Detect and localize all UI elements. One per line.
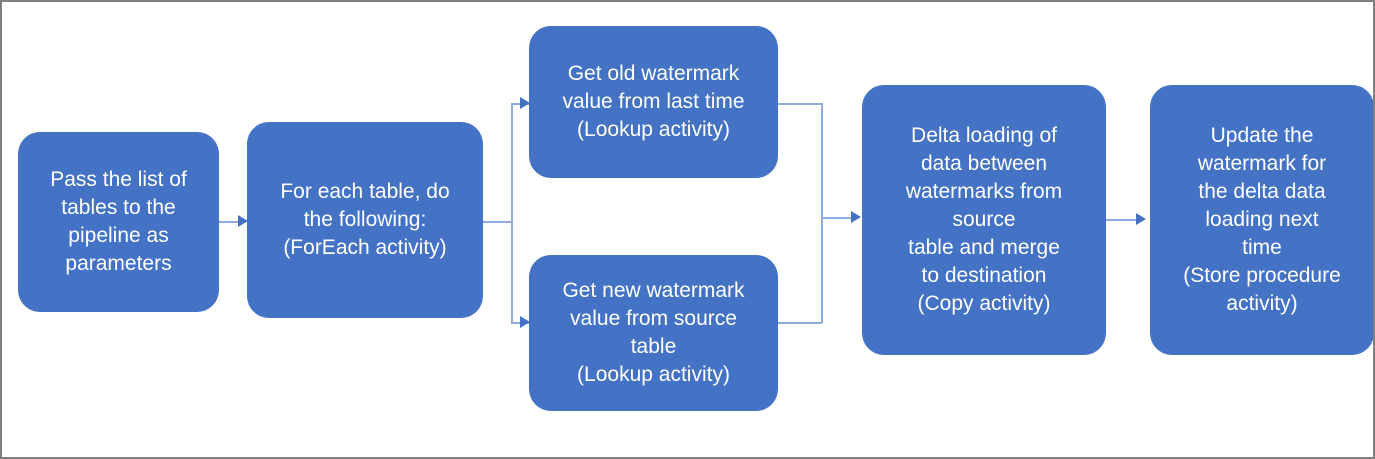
connector-old-watermark-out [778,103,822,105]
arrowhead-to-old-watermark [520,97,530,109]
arrowhead-to-update-watermark [1136,213,1146,225]
connector-split-vertical [511,103,513,323]
node-pass-tables-label: Pass the list of tables to the pipeline … [50,168,187,275]
node-pass-tables[interactable]: Pass the list of tables to the pipeline … [18,132,219,312]
node-get-old-watermark-label: Get old watermark value from last time (… [562,62,745,141]
connector-pass-tables-to-for-each [219,221,241,223]
connector-for-each-stub [483,221,512,223]
connector-new-watermark-out [778,322,822,324]
arrowhead-to-new-watermark [520,316,530,328]
node-delta-loading[interactable]: Delta loading of data between watermarks… [862,85,1106,355]
node-update-watermark-label: Update the watermark for the delta data … [1183,124,1341,315]
node-get-new-watermark-label: Get new watermark value from source tabl… [562,279,745,386]
connector-merge-vertical [821,103,823,323]
arrowhead-to-for-each [238,215,248,227]
node-get-new-watermark[interactable]: Get new watermark value from source tabl… [529,255,778,411]
node-update-watermark[interactable]: Update the watermark for the delta data … [1150,85,1373,355]
arrowhead-to-delta-load [851,211,861,223]
node-for-each[interactable]: For each table, do the following: (ForEa… [247,122,483,318]
connector-merge-to-delta-load [821,217,854,219]
node-get-old-watermark[interactable]: Get old watermark value from last time (… [529,26,778,178]
connector-delta-load-to-update-watermark [1106,219,1138,221]
node-for-each-label: For each table, do the following: (ForEa… [280,180,450,259]
node-delta-loading-label: Delta loading of data between watermarks… [905,124,1063,315]
